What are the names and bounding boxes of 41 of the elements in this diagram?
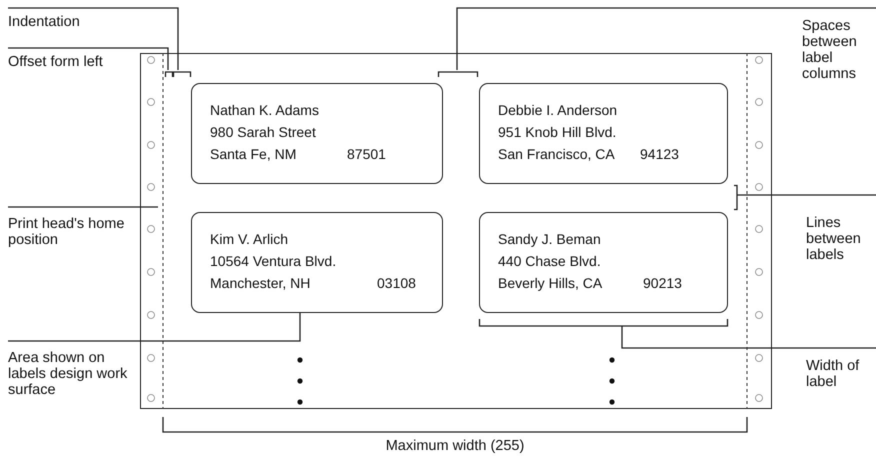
zip-code: 03108 — [377, 275, 416, 291]
address-line: 951 Knob Hill Blvd. — [498, 124, 616, 140]
zip-code: 90213 — [643, 275, 682, 291]
address-line: 980 Sarah Street — [210, 124, 316, 140]
callout-text: Spaces between label columns — [802, 8, 876, 76]
bracket — [734, 185, 738, 210]
leader-line — [8, 7, 179, 70]
mailing-label — [191, 212, 443, 313]
address-line: Beverly Hills, CA — [498, 275, 602, 291]
mailing-label — [479, 83, 728, 184]
continuous-form-sheet — [140, 53, 772, 409]
address-line: Nathan K. Adams — [210, 102, 319, 118]
address-line: Debbie I. Anderson — [498, 102, 618, 118]
mailing-label — [191, 83, 443, 184]
bracket — [165, 71, 173, 77]
address-line: Santa Fe, NM — [210, 146, 296, 162]
bracket — [173, 71, 191, 77]
address-line: San Francisco, CA — [498, 146, 615, 162]
bracket — [479, 319, 728, 327]
address-line: Sandy J. Beman — [498, 231, 601, 247]
callout-text: Print head's home position — [8, 207, 138, 267]
leader-line — [456, 7, 876, 70]
bracket — [438, 71, 478, 77]
leader-line — [737, 194, 876, 196]
zip-code: 94123 — [640, 146, 679, 162]
leader-line — [8, 206, 158, 208]
leader-line — [621, 326, 876, 349]
address-line: Kim V. Arlich — [210, 231, 288, 247]
leader-line — [8, 312, 301, 342]
address-line: 10564 Ventura Blvd. — [210, 253, 336, 269]
address-line: 440 Chase Blvd. — [498, 253, 601, 269]
callout-text: Offset form left — [8, 48, 128, 88]
callout-text: Area shown on labels design work surface — [8, 341, 138, 423]
callout-text: Lines between labels — [806, 195, 876, 263]
dimension-label: Maximum width (255) — [384, 438, 526, 454]
mailing-label — [479, 212, 728, 313]
callout-text: Indentation — [8, 8, 128, 32]
address-line: Manchester, NH — [210, 275, 310, 291]
leader-line — [8, 47, 169, 70]
callout-text: Width of label — [806, 348, 876, 393]
zip-code: 87501 — [347, 146, 386, 162]
